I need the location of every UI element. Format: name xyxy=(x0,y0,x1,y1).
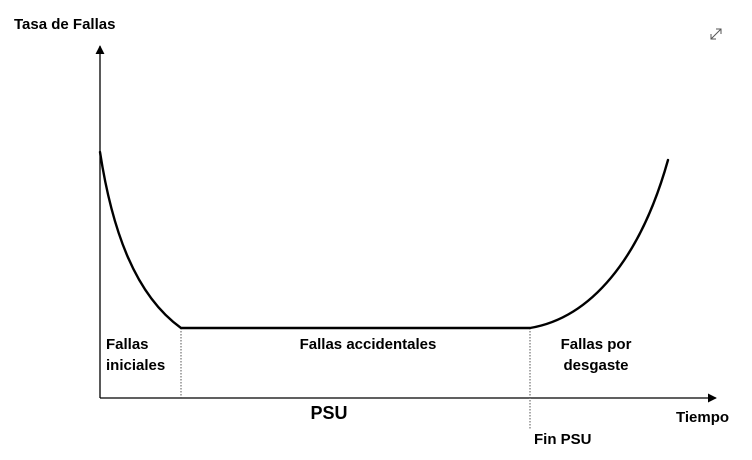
region-wearout-label-line1: Fallas por xyxy=(561,336,632,353)
period-label: PSU xyxy=(310,403,347,423)
region-wearout-label-line2: desgaste xyxy=(563,357,628,374)
expand-icon[interactable] xyxy=(706,24,726,44)
region-initial-label-line2: iniciales xyxy=(106,357,165,374)
x-axis-label: Tiempo xyxy=(676,409,729,426)
y-axis-label: Tasa de Fallas xyxy=(14,16,115,33)
failure-rate-curve xyxy=(98,150,670,330)
expand-icon-glyph xyxy=(710,28,722,40)
region-accidental-label: Fallas accidentales xyxy=(300,336,437,353)
end-period-label: Fin PSU xyxy=(534,431,592,448)
region-initial-label-line1: Fallas xyxy=(106,336,149,353)
